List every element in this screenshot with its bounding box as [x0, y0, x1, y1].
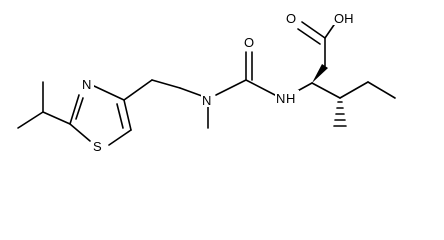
- label-bg-carbonyl-o: [243, 34, 256, 49]
- carboxyl-oxygen-label: O: [286, 11, 296, 26]
- label-bg-amide-nh: [275, 90, 299, 105]
- bond-c5-s1: [108, 129, 132, 146]
- methylene-linker: [123, 79, 209, 129]
- bond-isopropyl-methyl-1: [17, 111, 44, 129]
- hydroxyl-label: OH: [334, 11, 354, 26]
- thiazole-sulfur-label: S: [93, 139, 102, 154]
- carbonyl-oxygen-label: O: [244, 35, 254, 50]
- label-bg-hydroxyl: [333, 10, 355, 25]
- amine-nitrogen-label: N: [202, 93, 211, 108]
- bond-carbonyl-nh: [245, 79, 276, 96]
- label-bg-carboxyl-o: [285, 10, 298, 25]
- amide-nitrogen-label: N: [276, 91, 285, 106]
- bond-carboxyl-o: [301, 21, 326, 39]
- urea-group: [215, 51, 276, 96]
- bond-isopropyl-ring: [42, 111, 71, 125]
- bond-carboxyl-o-double: [297, 28, 321, 45]
- wedge-alpha-carboxyl: [312, 64, 328, 83]
- amide-hydrogen-label: H: [286, 91, 295, 106]
- bond-gamma-delta: [367, 81, 396, 99]
- label-bg-amine-n: [201, 92, 214, 107]
- bond-c4-c5: [123, 99, 132, 131]
- bond-n3-c4: [93, 85, 125, 101]
- bond-beta-gamma: [339, 81, 369, 99]
- bond-c2-n3-double: [75, 97, 84, 120]
- label-bg-thiazole-n: [81, 76, 94, 91]
- bond-c2-n3: [69, 94, 80, 125]
- bond-n-carbonyl: [215, 79, 247, 96]
- thiazole-ring: [69, 85, 132, 146]
- bond-c4-c5-double: [116, 103, 124, 129]
- bond-alpha-beta: [311, 82, 341, 99]
- bond-ch2-ch2: [151, 79, 181, 89]
- hashed-wedge-methyl: [333, 101, 347, 127]
- thiazole-nitrogen-label: N: [82, 77, 91, 92]
- chemical-structure-diagram: N S N O N H O OH: [17, 10, 396, 154]
- isopropyl-group: [17, 81, 71, 129]
- bond-ring-ch2: [123, 79, 153, 101]
- atom-labels: N S N O N H O OH: [81, 10, 355, 154]
- structure-canvas: N S N O N H O OH: [17, 10, 396, 154]
- label-bg-thiazole-s: [92, 138, 104, 153]
- bond-s1-c2: [69, 123, 91, 142]
- isoleucine-backbone: [291, 21, 396, 99]
- bond-ch2-n: [179, 87, 203, 97]
